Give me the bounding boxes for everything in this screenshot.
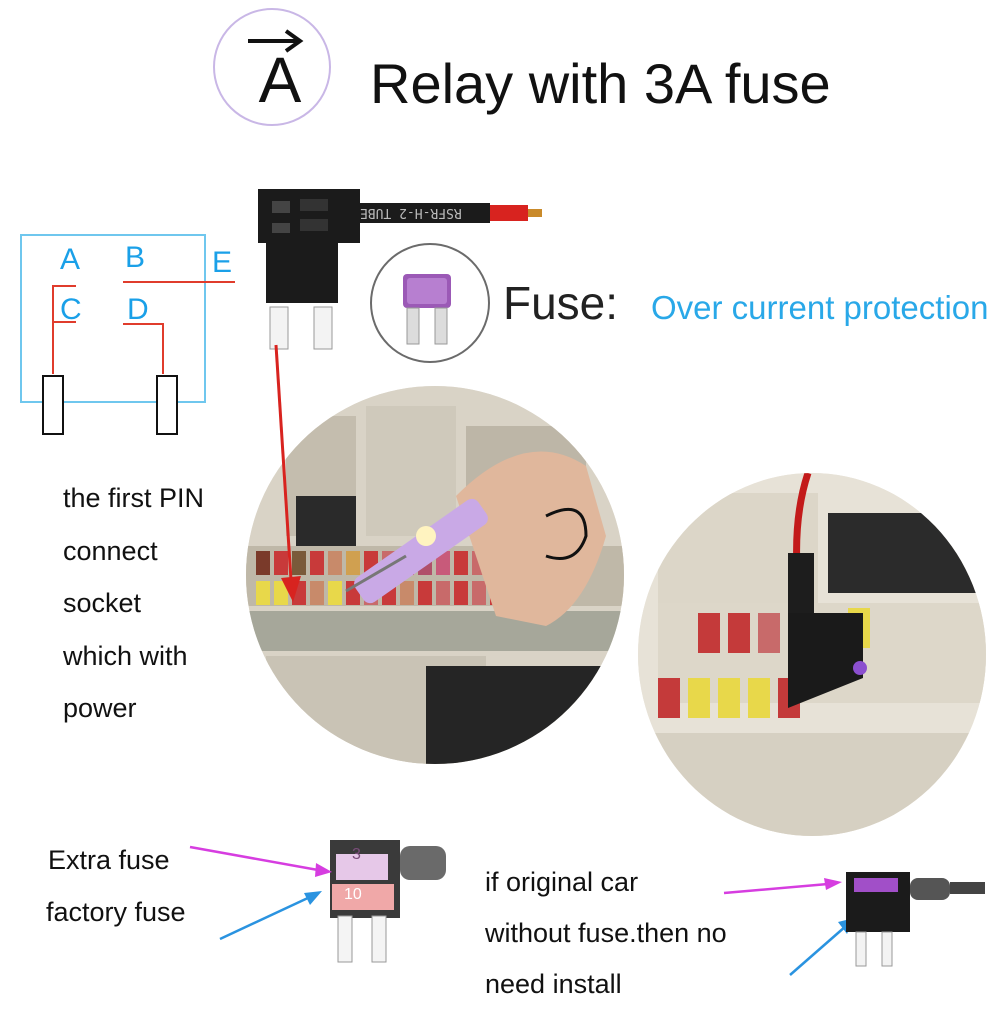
diagram-pin-right [156,375,178,435]
diagram-label-d: D [127,293,149,326]
fuse-box-test-illustration [246,386,624,764]
note-line: need install [485,969,622,999]
factory-fuse-label: factory fuse [46,897,186,927]
fuse-tap-small-illustration [723,872,985,976]
note-line: the first PIN [63,483,205,513]
no-fuse-note: if original car without fuse.then no nee… [485,857,727,1010]
diagram-label-b: B [125,241,146,274]
note-line: power [63,693,137,723]
fuse-tap-installed-illustration [638,473,986,836]
circuit-diagram-box [20,234,206,403]
fuse-description: Over current protection [651,289,989,326]
first-pin-note: the first PIN connect socket which with … [63,472,204,735]
factory-fuse-value: 10 [344,886,362,903]
header-badge [213,8,331,126]
pin-pointer-arrow [274,344,301,602]
note-line: connect [63,535,158,566]
diagram-label-e: E [212,246,233,279]
page-title: Relay with 3A fuse [370,52,831,115]
extra-fuse-value: 3 [352,846,361,863]
diagram-label-c: C [60,293,82,326]
fuse-label: Fuse: [503,277,619,329]
fuse-tap-closeup [330,840,446,963]
fuse-tap-installed-photo [638,473,986,836]
diagram-label-a: A [60,243,81,276]
mini-fuse-icon [403,274,451,345]
fuse-pointer-arrows [189,845,332,941]
note-line: which with [63,640,188,671]
diagram-pin-left [42,375,64,435]
fuse-tap-illustration [258,189,542,350]
note-line: socket [63,588,142,618]
badge-letter: A [258,44,302,116]
note-line: without fuse.then no [485,918,727,948]
arrow-right-icon [248,29,304,53]
circuit-wires [52,281,235,374]
fuse-box-test-photo [246,386,624,764]
extra-fuse-label: Extra fuse [48,845,170,875]
note-line: if original car [485,867,639,897]
tap-cable-text: RSFR-H-2 TUBE [360,205,462,220]
